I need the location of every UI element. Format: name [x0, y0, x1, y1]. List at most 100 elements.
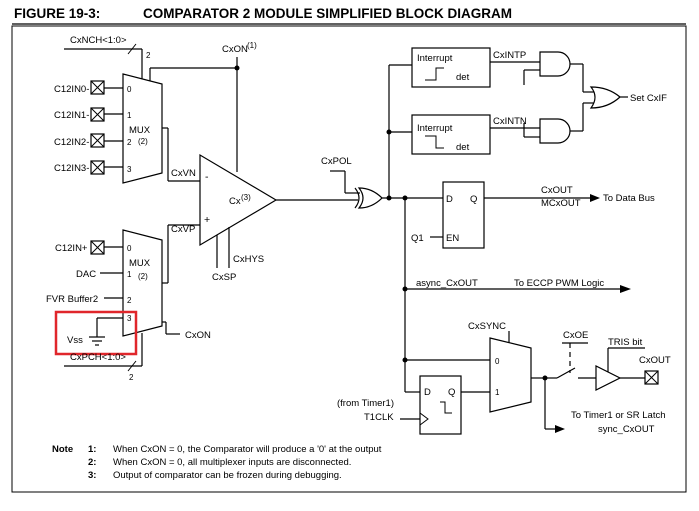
mux1-input-0: C12IN0-	[54, 84, 89, 95]
cxoe-label: CxOE	[563, 330, 588, 341]
mux2-body	[122, 229, 163, 337]
clock-icon	[419, 412, 429, 426]
comparator-body	[199, 153, 278, 247]
sync-path: D Q (from Timer1) T1CLK 0 1 CxSYNC To Ti…	[337, 321, 671, 435]
mux1-port-0: 0	[127, 85, 132, 94]
mux2-input-2: FVR Buffer2	[46, 294, 98, 305]
note-3-text: Output of comparator can be frozen durin…	[113, 470, 342, 481]
q1-label: Q1	[411, 233, 424, 244]
falling-edge-icon	[425, 135, 444, 149]
latch-block	[442, 181, 485, 249]
falling-clock-edge-icon	[440, 401, 452, 414]
cxintp-label: CxINTP	[493, 50, 526, 61]
diagram-frame	[11, 25, 687, 493]
cxhys-label: CxHYS	[233, 254, 264, 265]
mux2-cxon-label: CxON	[185, 330, 211, 341]
mux1: MUX (2) CxNCH<1:0> 2 0 1 2 3 C12IN0- C12…	[54, 35, 163, 184]
to-timer1-label: To Timer1 or SR Latch	[571, 410, 666, 421]
mux1-input-3: C12IN3-	[54, 163, 89, 174]
cxon-top-label: CxON	[222, 44, 248, 55]
mux2-note-ref: (2)	[138, 272, 148, 281]
mux1-select-width: 2	[146, 51, 151, 60]
mux1-note-ref: (2)	[138, 137, 148, 146]
mux2-label: MUX	[129, 258, 151, 269]
mux1-port-3: 3	[127, 165, 132, 174]
sync-mux-in1: 1	[495, 388, 500, 397]
cxon-top-note-ref: (1)	[247, 41, 257, 50]
note-1-text: When CxON = 0, the Comparator will produ…	[113, 444, 382, 455]
interrupt-falling-title: Interrupt	[417, 123, 453, 134]
notes: Note 1: When CxON = 0, the Comparator wi…	[52, 444, 382, 481]
to-data-bus-label: To Data Bus	[603, 193, 655, 204]
mux2-port-1: 1	[127, 270, 132, 279]
mux1-select-label: CxNCH<1:0>	[70, 35, 127, 46]
mux1-pin-1	[90, 107, 123, 122]
interrupt-rising-title: Interrupt	[417, 53, 453, 64]
and-gate-n	[539, 118, 571, 144]
and-gate-p	[539, 51, 571, 77]
ff-q: Q	[448, 387, 455, 398]
latch-d: D	[446, 194, 453, 205]
mux2-pin-0	[90, 240, 123, 255]
cxvp-label: CxVP	[171, 224, 195, 235]
polarity-xor-gate: CxPOL	[321, 156, 443, 209]
mux1-pin-2	[90, 133, 123, 148]
cxout-pin-icon	[644, 370, 659, 385]
mux2-port-2: 2	[127, 296, 132, 305]
sync-mux	[489, 337, 532, 413]
note-label: Note	[52, 444, 73, 455]
mux2-port-3: 3	[127, 314, 132, 323]
mux2-select-width: 2	[129, 373, 134, 382]
mux1-input-2: C12IN2-	[54, 137, 89, 148]
rising-edge-icon	[425, 67, 444, 81]
mux2-input-0: C12IN+	[55, 243, 88, 254]
mux2-select-label: CxPCH<1:0>	[70, 352, 126, 363]
sync-flipflop	[419, 375, 462, 435]
comparator-minus: -	[205, 171, 209, 183]
figure-title: COMPARATOR 2 MODULE SIMPLIFIED BLOCK DIA…	[143, 6, 512, 21]
cxsp-label: CxSP	[212, 272, 236, 283]
output-switch	[556, 367, 576, 379]
mux1-pin-0	[90, 80, 123, 95]
sync-cxout-label: sync_CxOUT	[598, 424, 655, 435]
interrupt-falling-block	[411, 114, 491, 155]
cxpol-label: CxPOL	[321, 156, 352, 167]
async-output: async_CxOUT To ECCP PWM Logic	[402, 198, 631, 360]
latch-q: Q	[470, 194, 477, 205]
set-cxif-label: Set CxIF	[630, 93, 667, 104]
mux1-label: MUX	[129, 125, 151, 136]
comparator: - + Cx (3) CxVN CxVP CxON (1) CxHYS	[149, 41, 358, 284]
vss-ground-icon	[89, 317, 123, 346]
mux1-port-2: 2	[127, 138, 132, 147]
cxintn-label: CxINTN	[493, 116, 527, 127]
note-2-text: When CxON = 0, all multiplexer inputs ar…	[113, 457, 351, 468]
t1clk-label: T1CLK	[364, 412, 394, 423]
output-latch: D Q EN Q1 CxOUT MCxOUT To Data Bus	[411, 181, 655, 249]
comparator-name: Cx	[229, 196, 241, 207]
interrupt-detectors: Interrupt det Interrupt det CxINTP CxINT…	[386, 47, 667, 198]
comparator-plus: +	[204, 214, 210, 226]
mux1-input-1: C12IN1-	[54, 110, 89, 121]
mux2: MUX (2) 0 1 2 3 C12IN+ DAC FVR Buffer2 V…	[46, 229, 211, 382]
comparator-note-ref: (3)	[241, 193, 251, 202]
interrupt-falling-sub: det	[456, 142, 470, 153]
sync-mux-in0: 0	[495, 357, 500, 366]
cxsync-label: CxSYNC	[468, 321, 506, 332]
cxout-pin-label: CxOUT	[639, 355, 671, 366]
ff-d: D	[424, 387, 431, 398]
note-3-num: 3:	[88, 470, 96, 481]
note-1-num: 1:	[88, 444, 96, 455]
interrupt-rising-sub: det	[456, 72, 470, 83]
mux2-input-1: DAC	[76, 269, 96, 280]
or-gate	[589, 86, 621, 109]
vss-highlight-box	[54, 310, 138, 356]
note-2-num: 2:	[88, 457, 96, 468]
async-cxout-label: async_CxOUT	[416, 278, 478, 289]
mcxout-label: MCxOUT	[541, 198, 581, 209]
to-eccp-label: To ECCP PWM Logic	[514, 278, 604, 289]
from-timer1-label: (from Timer1)	[337, 398, 394, 409]
cxout-label: CxOUT	[541, 185, 573, 196]
mux1-body	[122, 73, 163, 184]
